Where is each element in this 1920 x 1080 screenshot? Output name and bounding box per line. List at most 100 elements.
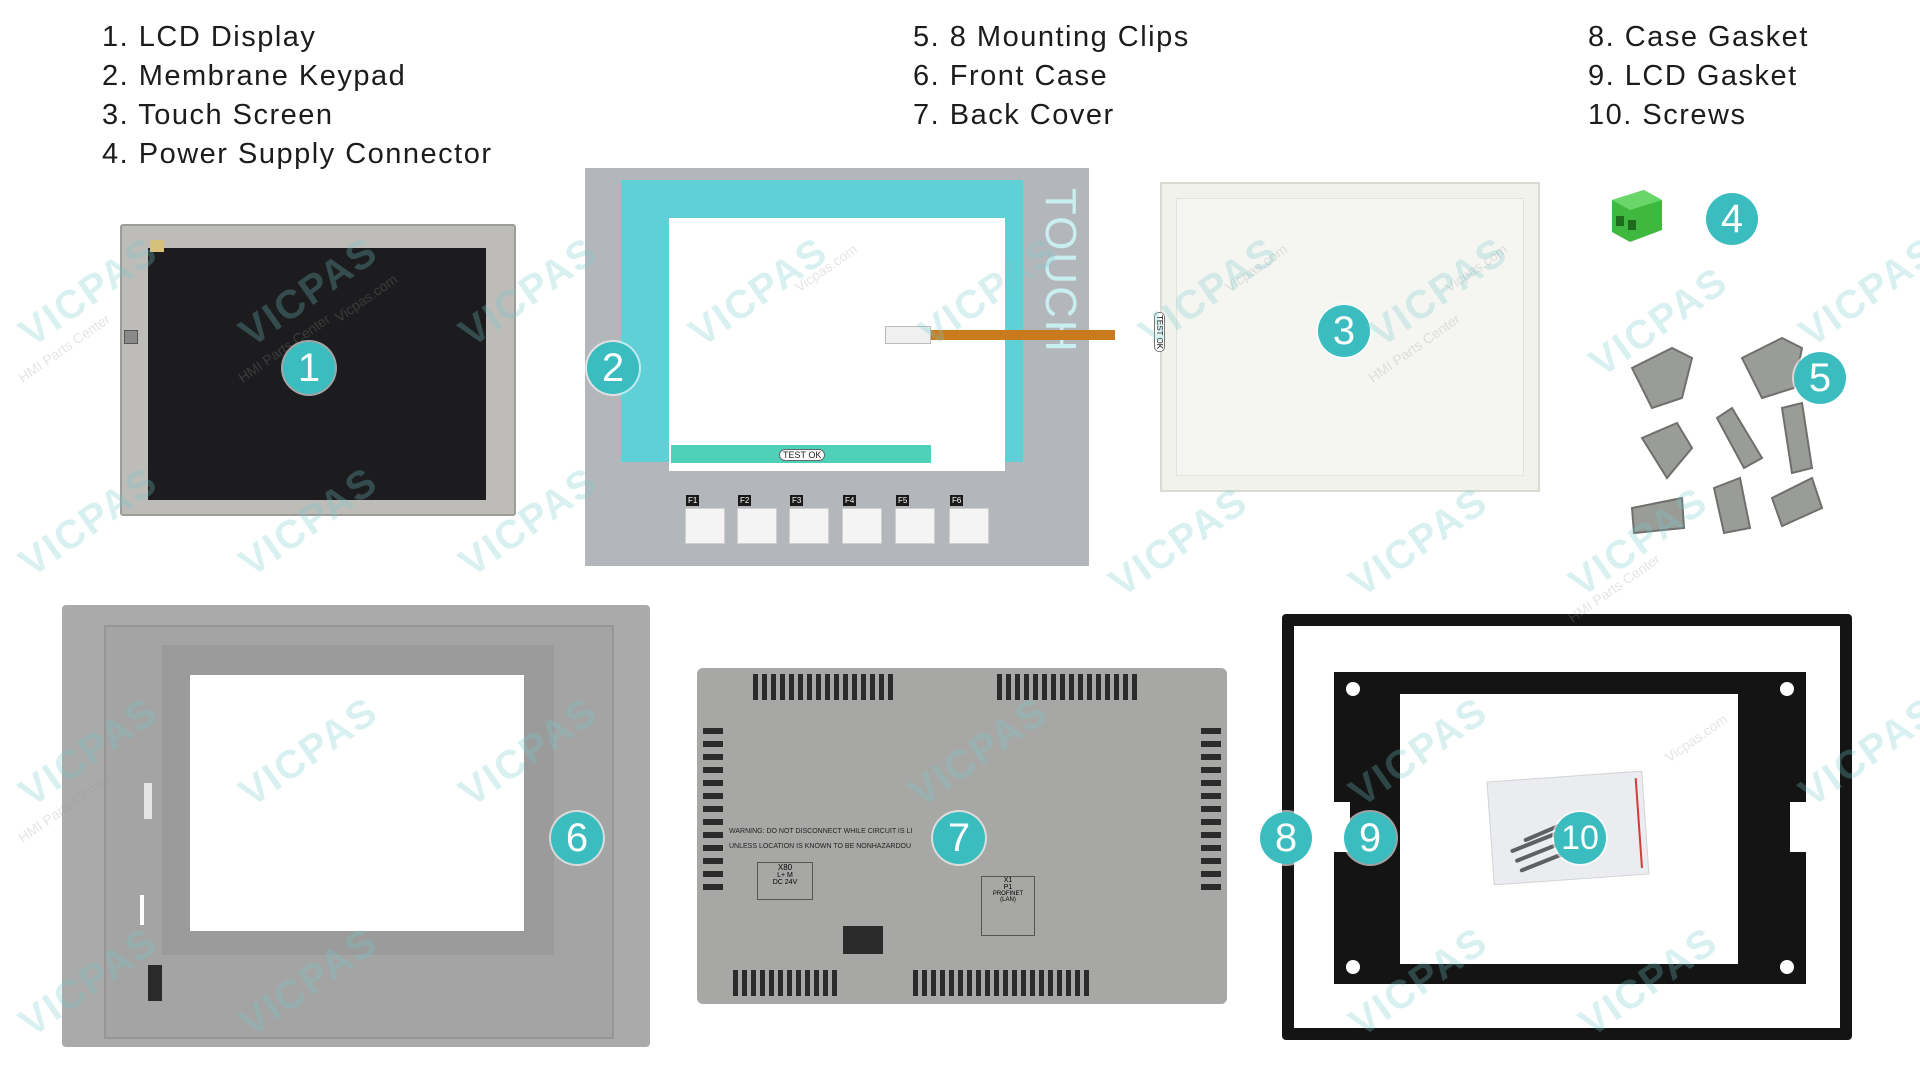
vent-slot bbox=[1201, 754, 1221, 760]
legend-column-1: 1. LCD Display 2. Membrane Keypad 3. Tou… bbox=[102, 18, 493, 174]
vent-slot bbox=[1201, 871, 1221, 877]
vent-slot bbox=[703, 858, 723, 864]
vent-slot bbox=[751, 970, 756, 996]
vent-slot bbox=[1201, 845, 1221, 851]
vent-slot bbox=[703, 806, 723, 812]
vent-slot bbox=[879, 674, 884, 700]
back-cover-dc: DC 24V bbox=[772, 879, 798, 886]
watermark: VICPAS bbox=[1341, 478, 1497, 606]
vent-slot bbox=[940, 970, 945, 996]
back-cover-warning-2: UNLESS LOCATION IS KNOWN TO BE NONHAZARD… bbox=[729, 843, 912, 850]
legend-item: 6. Front Case bbox=[913, 60, 1109, 92]
badge-7: 7 bbox=[933, 812, 985, 864]
legend-item: 8. Case Gasket bbox=[1588, 21, 1809, 53]
front-case-image bbox=[62, 605, 650, 1047]
vent-slot bbox=[798, 674, 803, 700]
legend-column-3: 8. Case Gasket 9. LCD Gasket 10. Screws bbox=[1588, 18, 1809, 135]
fkey-f6: F6 bbox=[949, 495, 989, 544]
back-cover-pm: L+ M bbox=[777, 872, 793, 879]
vent-slot bbox=[1132, 674, 1137, 700]
vent-slot bbox=[703, 728, 723, 734]
vent-slot bbox=[771, 674, 776, 700]
vent-slot bbox=[814, 970, 819, 996]
membrane-keypad-image: TEST OK TOUCH F1 F2 F3 F4 F5 F6 bbox=[585, 168, 1115, 566]
watermark: VICPAS bbox=[1101, 478, 1257, 606]
vent-slot bbox=[1123, 674, 1128, 700]
vent-slot bbox=[1057, 970, 1062, 996]
vent-slot bbox=[778, 970, 783, 996]
vent-slot bbox=[823, 970, 828, 996]
vent-slot bbox=[1201, 832, 1221, 838]
fkey-f2: F2 bbox=[737, 495, 777, 544]
back-cover-warning-1: WARNING: DO NOT DISCONNECT WHILE CIRCUIT… bbox=[729, 828, 913, 835]
keypad-side-text: TOUCH bbox=[1036, 188, 1085, 354]
legend-item: 7. Back Cover bbox=[913, 99, 1115, 131]
badge-6: 6 bbox=[551, 812, 603, 864]
vent-slot bbox=[1201, 741, 1221, 747]
vent-slot bbox=[888, 674, 893, 700]
vent-slot bbox=[733, 970, 738, 996]
vent-slot bbox=[1201, 884, 1221, 890]
vent-slot bbox=[703, 884, 723, 890]
vent-slot bbox=[1060, 674, 1065, 700]
vent-slot bbox=[769, 970, 774, 996]
vent-slot bbox=[922, 970, 927, 996]
vent-slot bbox=[807, 674, 812, 700]
vent-slot bbox=[1201, 728, 1221, 734]
vent-slot bbox=[825, 674, 830, 700]
vent-slot bbox=[931, 970, 936, 996]
vent-slot bbox=[789, 674, 794, 700]
legend-item: 3. Touch Screen bbox=[102, 99, 334, 131]
vent-slot bbox=[762, 674, 767, 700]
vent-slot bbox=[703, 845, 723, 851]
power-connector-image bbox=[1604, 186, 1666, 246]
vent-slot bbox=[949, 970, 954, 996]
vent-slot bbox=[1084, 970, 1089, 996]
back-cover-lan: (LAN) bbox=[1000, 897, 1016, 903]
vent-slot bbox=[1105, 674, 1110, 700]
vent-slot bbox=[1006, 674, 1011, 700]
touch-tag: TEST OK bbox=[1154, 312, 1165, 353]
vent-slot bbox=[742, 970, 747, 996]
vent-slot bbox=[1024, 674, 1029, 700]
vent-slot bbox=[843, 674, 848, 700]
vent-slot bbox=[1033, 674, 1038, 700]
back-cover-x80: X80 bbox=[777, 863, 793, 872]
vent-slot bbox=[1201, 780, 1221, 786]
vent-slot bbox=[997, 674, 1002, 700]
vent-slot bbox=[703, 780, 723, 786]
vent-slot bbox=[1069, 674, 1074, 700]
vent-slot bbox=[913, 970, 918, 996]
vent-slot bbox=[703, 871, 723, 877]
badge-8: 8 bbox=[1260, 812, 1312, 864]
badge-3: 3 bbox=[1318, 305, 1370, 357]
vent-slot bbox=[1075, 970, 1080, 996]
vent-slot bbox=[1087, 674, 1092, 700]
vent-slot bbox=[1201, 793, 1221, 799]
vent-slot bbox=[1078, 674, 1083, 700]
vent-slot bbox=[1039, 970, 1044, 996]
vent-slot bbox=[1201, 819, 1221, 825]
fkey-f5: F5 bbox=[895, 495, 935, 544]
vent-slot bbox=[1030, 970, 1035, 996]
vent-slot bbox=[1051, 674, 1056, 700]
vent-slot bbox=[805, 970, 810, 996]
legend-item: 10. Screws bbox=[1588, 99, 1747, 131]
vent-slot bbox=[1066, 970, 1071, 996]
badge-10: 10 bbox=[1554, 812, 1606, 864]
badge-1: 1 bbox=[283, 342, 335, 394]
vent-slot bbox=[1201, 806, 1221, 812]
vent-slot bbox=[832, 970, 837, 996]
vent-slot bbox=[1021, 970, 1026, 996]
lcd-gasket-image bbox=[1334, 672, 1806, 984]
vent-slot bbox=[1003, 970, 1008, 996]
vent-slot bbox=[852, 674, 857, 700]
vent-slot bbox=[870, 674, 875, 700]
vent-slot bbox=[787, 970, 792, 996]
badge-5: 5 bbox=[1794, 352, 1846, 404]
badge-4: 4 bbox=[1706, 193, 1758, 245]
vent-slot bbox=[816, 674, 821, 700]
vent-slot bbox=[958, 970, 963, 996]
vent-slot bbox=[1015, 674, 1020, 700]
fkey-f4: F4 bbox=[842, 495, 882, 544]
